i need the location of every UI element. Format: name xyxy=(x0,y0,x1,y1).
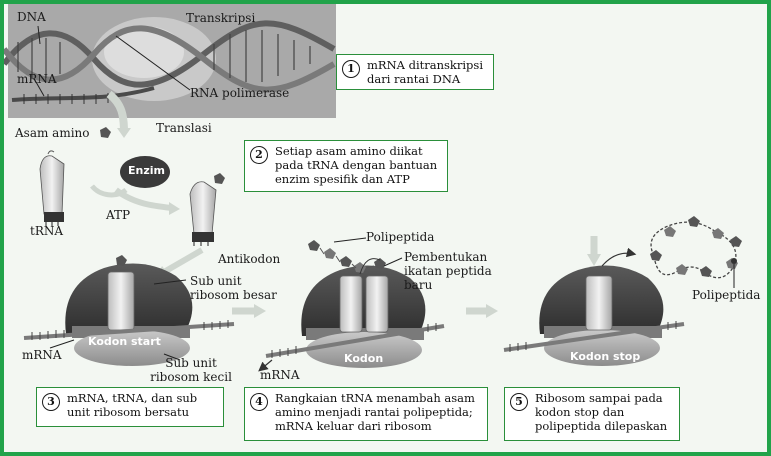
label-mrna-left: mRNA xyxy=(22,348,62,362)
label-asam-amino: Asam amino xyxy=(15,126,90,140)
step-box-2: 2 Setiap asam amino diikat pada tRNA den… xyxy=(244,140,448,192)
label-rna-polimerase: RNA polimerase xyxy=(190,86,290,100)
transcription-panel xyxy=(4,4,336,118)
step-text-2: Setiap asam amino diikat pada tRNA denga… xyxy=(275,144,438,186)
step-number-2: 2 xyxy=(250,146,268,164)
label-mrna-top: mRNA xyxy=(17,72,57,86)
dna-strand-1 xyxy=(4,20,336,88)
label-mrna-mid: mRNA xyxy=(260,368,300,382)
label-atp: ATP xyxy=(106,208,131,222)
polypeptide-released xyxy=(650,216,742,288)
label-polipeptida-mid: Polipeptida xyxy=(366,230,435,244)
enzyme xyxy=(120,156,170,188)
label-dna: DNA xyxy=(17,10,46,24)
step-text-4: Rangkaian tRNA menambah asam amino menja… xyxy=(275,391,475,433)
label-trna: tRNA xyxy=(30,224,64,238)
label-kodon-stop: Kodon stop xyxy=(570,350,641,363)
label-enzim: Enzim xyxy=(128,164,165,177)
step-number-5: 5 xyxy=(510,393,528,411)
trna-charged xyxy=(189,173,225,246)
step-number-4: 4 xyxy=(250,393,268,411)
step-box-5: 5 Ribosom sampai pada kodon stop dan pol… xyxy=(504,387,680,441)
label-sub-unit-besar: Sub unit ribosom besar xyxy=(190,274,277,302)
step-text-5: Ribosom sampai pada kodon stop dan polip… xyxy=(535,391,668,433)
atp-arrow xyxy=(114,187,173,211)
label-pembentukan: Pembentukan ikatan peptida baru xyxy=(404,250,492,292)
label-kodon: Kodon xyxy=(344,352,384,365)
step-box-3: 3 mRNA, tRNA, dan sub unit ribosom bersa… xyxy=(36,387,224,427)
polypeptide-chain-mid xyxy=(308,240,386,275)
step-text-1: mRNA ditranskripsi dari rantai DNA xyxy=(367,58,483,86)
label-transkripsi: Transkripsi xyxy=(186,11,256,25)
ribosome-elongation xyxy=(258,237,445,372)
dna-strand-2 xyxy=(4,25,336,93)
step-number-3: 3 xyxy=(42,393,60,411)
label-kodon-start: Kodon start xyxy=(88,335,161,348)
label-polipeptida-right: Polipeptida xyxy=(692,288,761,302)
label-translasi: Translasi xyxy=(156,121,212,135)
ribosome-stop xyxy=(503,236,685,366)
step-box-1: 1 mRNA ditranskripsi dari rantai DNA xyxy=(336,54,494,90)
step-text-3: mRNA, tRNA, dan sub unit ribosom bersatu xyxy=(67,391,198,419)
step-number-1: 1 xyxy=(342,60,360,78)
label-antikodon: Antikodon xyxy=(218,252,281,266)
protein-synthesis-illustration xyxy=(4,4,742,372)
trna-uncharged xyxy=(39,127,111,226)
step-box-4: 4 Rangkaian tRNA menambah asam amino men… xyxy=(244,387,488,441)
label-sub-unit-kecil: Sub unit ribosom kecil xyxy=(150,356,232,384)
ribosome-start xyxy=(23,255,235,366)
